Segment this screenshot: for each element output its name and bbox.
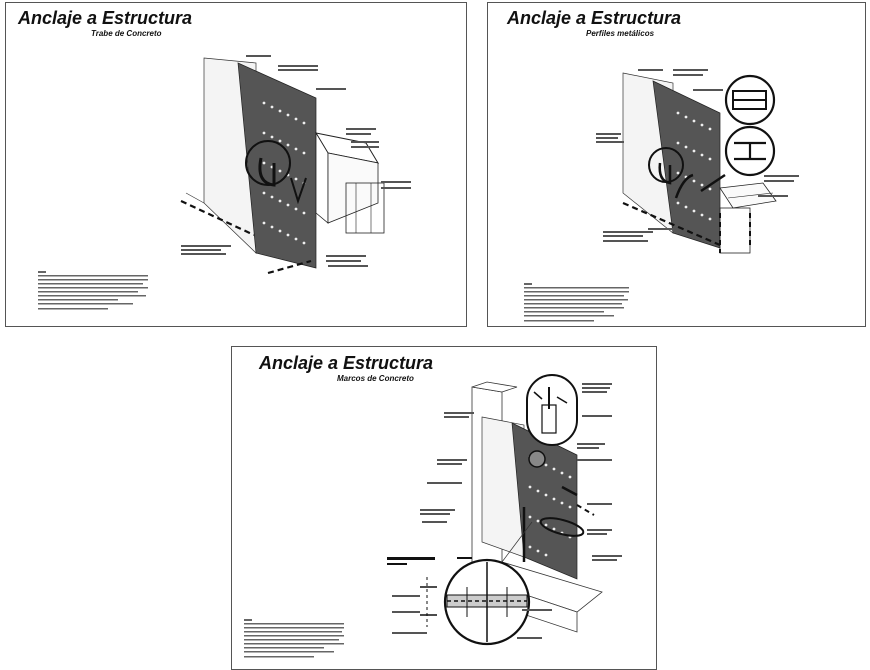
trabe-drawing [38, 55, 411, 310]
sheet-subtitle: Marcos de Concreto [337, 374, 414, 383]
perfiles-drawing [524, 69, 799, 322]
drawing-sheet-trabe: Anclaje a Estructura Trabe de Concreto [5, 2, 467, 327]
drawing-sheet-marcos: Anclaje a Estructura Marcos de Concreto [231, 346, 657, 670]
drawing-sheet-perfiles: Anclaje a Estructura Perfiles metálicos [487, 2, 866, 327]
marcos-drawing [244, 374, 622, 658]
sheet-subtitle: Trabe de Concreto [91, 29, 162, 38]
sheet-subtitle: Perfiles metálicos [586, 29, 655, 38]
sheet-title: Anclaje a Estructura [259, 353, 434, 373]
sheet-title: Anclaje a Estructura [507, 8, 682, 28]
sheet-title: Anclaje a Estructura [18, 8, 193, 28]
